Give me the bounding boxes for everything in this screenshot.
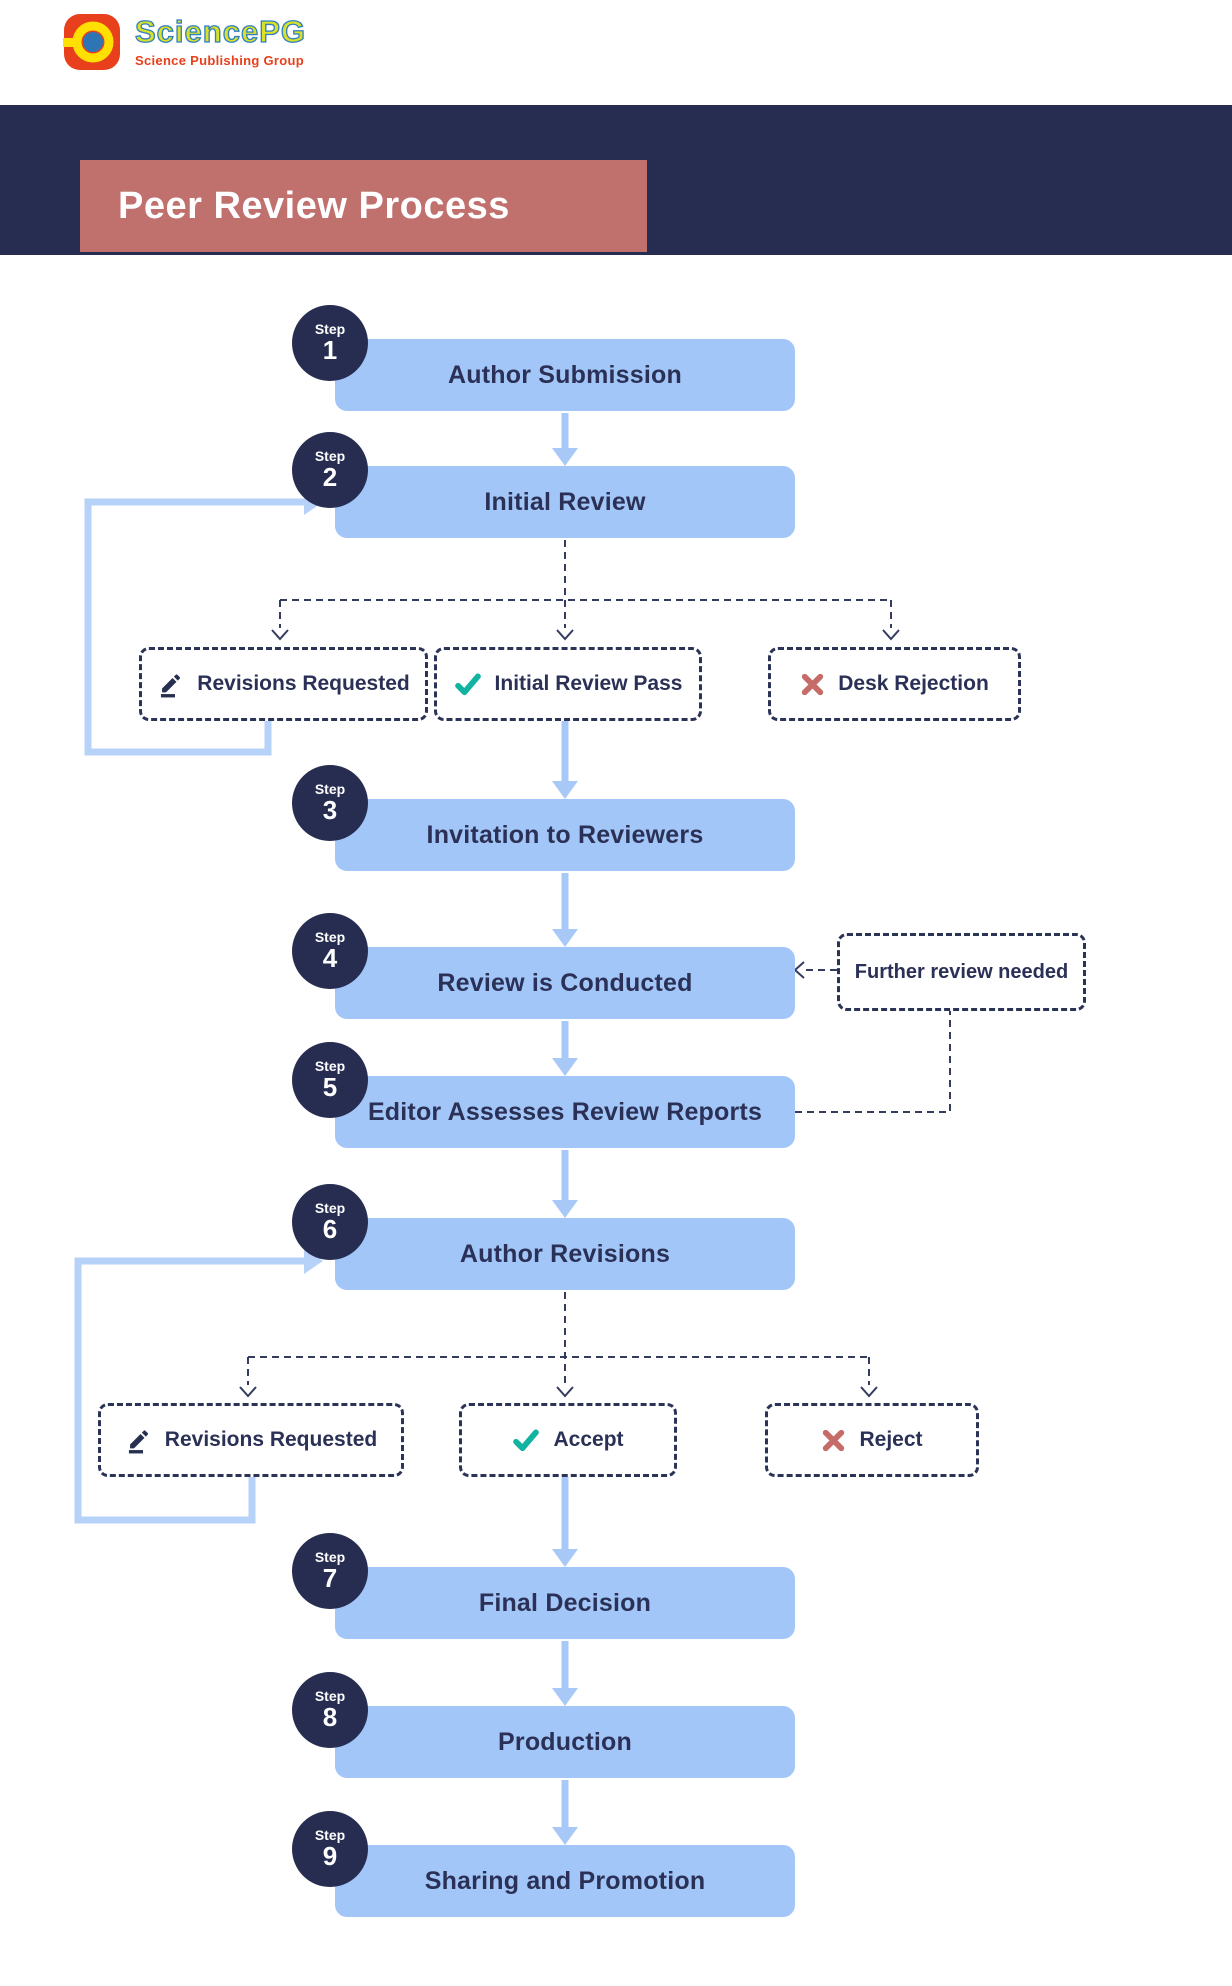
decision-reject: Reject xyxy=(765,1403,979,1477)
flow-step-label: Author Submission xyxy=(448,360,682,389)
flow-arrowheads xyxy=(552,448,578,1845)
decision-initial-review-pass: Initial Review Pass xyxy=(434,647,702,721)
brand-name: SciencePG xyxy=(134,14,306,49)
flow-step-review-is-conducted: Review is Conducted xyxy=(335,947,795,1019)
decision-accept: Accept xyxy=(459,1403,677,1477)
flow-step-label: Editor Assesses Review Reports xyxy=(367,1097,763,1126)
decision-label: Accept xyxy=(553,1428,624,1451)
title-box: Peer Review Process xyxy=(80,160,647,252)
loop-revisions-to-initial-review xyxy=(84,498,305,756)
pencil-icon xyxy=(157,671,184,698)
flow-step-author-revisions: Author Revisions xyxy=(335,1218,795,1290)
flow-step-label: Sharing and Promotion xyxy=(424,1866,706,1895)
brand-tagline: Science Publishing Group xyxy=(135,53,305,68)
decision-desk-rejection: Desk Rejection xyxy=(768,647,1021,721)
flow-step-invitation-to-reviewers: Invitation to Reviewers xyxy=(335,799,795,871)
sciencepg-logo: SciencePG Science Publishing Group xyxy=(63,13,306,71)
flow-step-author-submission: Author Submission xyxy=(335,339,795,411)
flow-step-label: Review is Conducted xyxy=(437,968,693,997)
note-further-review-needed: Further review needed xyxy=(837,933,1086,1011)
flow-step-label: Production xyxy=(498,1727,632,1756)
check-icon xyxy=(512,1426,540,1454)
check-icon xyxy=(454,670,482,698)
decision-label: Initial Review Pass xyxy=(494,672,683,695)
decision-revisions-requested-1: Revisions Requested xyxy=(139,647,428,721)
loop-revisions-to-author-revisions xyxy=(74,1257,305,1524)
dashed-arrowheads xyxy=(239,629,900,1398)
decision-label: Revisions Requested xyxy=(164,1428,378,1451)
pencil-icon xyxy=(125,1427,152,1454)
flow-step-label: Invitation to Reviewers xyxy=(426,820,704,849)
flow-step-label: Author Revisions xyxy=(459,1239,671,1268)
logo-text: SciencePG Science Publishing Group xyxy=(134,14,306,68)
decision-label: Desk Rejection xyxy=(838,672,989,695)
flow-step-sharing-and-promotion: Sharing and Promotion xyxy=(335,1845,795,1917)
revision-loops xyxy=(74,498,305,1524)
x-icon xyxy=(821,1428,846,1453)
flow-step-label: Initial Review xyxy=(484,487,646,516)
flow-step-final-decision: Final Decision xyxy=(335,1567,795,1639)
page-title: Peer Review Process xyxy=(118,184,510,227)
sciencepg-logo-icon xyxy=(63,14,120,70)
flow-step-production: Production xyxy=(335,1706,795,1778)
note-label: Further review needed xyxy=(854,960,1069,983)
decision-label: Reject xyxy=(859,1428,923,1451)
flow-step-initial-review: Initial Review xyxy=(335,466,795,538)
decision-label: Revisions Requested xyxy=(197,672,410,695)
flow-step-editor-assesses-review-reports: Editor Assesses Review Reports xyxy=(335,1076,795,1148)
flow-step-label: Final Decision xyxy=(478,1588,652,1617)
loop-arrowheads xyxy=(304,489,323,1274)
decision-revisions-requested-2: Revisions Requested xyxy=(98,1403,404,1477)
dashed-branches xyxy=(247,540,951,1385)
editor-to-note-line xyxy=(795,1007,951,1113)
x-icon xyxy=(800,672,825,697)
